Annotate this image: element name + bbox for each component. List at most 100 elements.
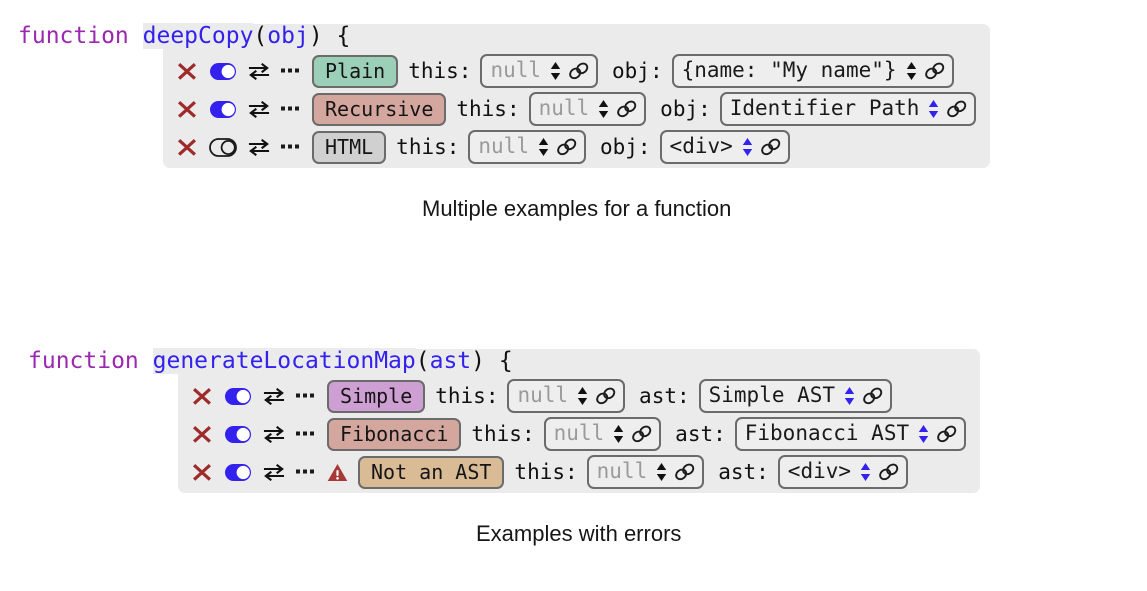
value-stepper-icon[interactable] — [844, 386, 855, 406]
link-chain-icon[interactable] — [631, 425, 652, 443]
example-name-tag[interactable]: HTML — [312, 130, 387, 164]
value-stepper-icon[interactable] — [928, 99, 939, 119]
swap-arrows-icon[interactable] — [248, 100, 270, 118]
function-param: obj — [267, 23, 309, 49]
link-chain-icon[interactable] — [878, 463, 899, 481]
link-chain-icon[interactable] — [595, 387, 616, 405]
param-value-field[interactable]: null — [543, 417, 662, 451]
ellipsis-menu-icon[interactable] — [281, 143, 300, 151]
value-stepper-icon[interactable] — [550, 61, 561, 81]
swap-arrows-icon[interactable] — [248, 138, 270, 156]
function-name[interactable]: generateLocationMap — [152, 348, 416, 374]
ellipsis-menu-icon[interactable] — [281, 67, 300, 75]
delete-example-x-icon[interactable] — [177, 61, 197, 81]
delete-example-x-icon[interactable] — [192, 386, 212, 406]
param-value-field[interactable]: Fibonacci AST — [734, 417, 967, 451]
enable-example-toggle-icon[interactable] — [209, 100, 237, 119]
value-stepper-icon[interactable] — [656, 462, 667, 482]
open-brace: { — [485, 348, 513, 374]
example-rows: Plain this: null obj: {name: "My name"} Recur… — [0, 52, 990, 166]
enable-example-toggle-icon[interactable] — [209, 62, 237, 81]
param-value-text: Simple AST — [708, 383, 836, 407]
param-label: obj: — [660, 96, 711, 121]
enable-example-toggle-icon[interactable] — [224, 463, 252, 482]
value-stepper-icon[interactable] — [742, 137, 753, 157]
code-panel: function generateLocationMap(ast) {Simpl… — [10, 345, 981, 493]
ellipsis-menu-icon[interactable] — [296, 430, 315, 438]
function-keyword: function — [18, 23, 129, 49]
warning-triangle-icon[interactable] — [327, 463, 348, 482]
param-label: ast: — [675, 421, 726, 446]
param-value-text: null — [517, 383, 569, 407]
link-chain-icon[interactable] — [760, 138, 781, 156]
close-paren: ) — [471, 348, 486, 374]
open-paren: ( — [253, 23, 268, 49]
link-chain-icon[interactable] — [568, 62, 589, 80]
open-paren: ( — [415, 348, 430, 374]
link-chain-icon[interactable] — [616, 100, 637, 118]
param-label: this: — [408, 58, 472, 83]
enable-example-toggle-icon[interactable] — [224, 425, 252, 444]
value-stepper-icon[interactable] — [613, 424, 624, 444]
example-name-tag[interactable]: Recursive — [312, 92, 447, 126]
delete-example-x-icon[interactable] — [177, 99, 197, 119]
function-keyword: function — [28, 348, 139, 374]
ellipsis-menu-icon[interactable] — [281, 105, 300, 113]
ellipsis-menu-icon[interactable] — [296, 468, 315, 476]
param-value-field[interactable]: <div> — [777, 455, 909, 489]
delete-example-x-icon[interactable] — [192, 462, 212, 482]
function-signature: function deepCopy(obj) { — [0, 20, 990, 52]
delete-example-x-icon[interactable] — [192, 424, 212, 444]
example-row[interactable]: Not an AST this: null ast: <div> — [170, 453, 980, 491]
example-row[interactable]: Fibonacci this: null ast: Fibonacci AST — [170, 415, 980, 453]
function-signature: function generateLocationMap(ast) { — [10, 345, 980, 377]
link-chain-icon[interactable] — [946, 100, 967, 118]
param-label: this: — [471, 421, 535, 446]
swap-arrows-icon[interactable] — [263, 387, 285, 405]
link-chain-icon[interactable] — [674, 463, 695, 481]
delete-example-x-icon[interactable] — [177, 137, 197, 157]
param-label: ast: — [718, 459, 769, 484]
param-value-text: <div> — [669, 134, 733, 158]
function-example-block: function generateLocationMap(ast) {Simpl… — [10, 345, 981, 493]
example-name-tag[interactable]: Fibonacci — [327, 417, 462, 451]
link-chain-icon[interactable] — [862, 387, 883, 405]
param-value-field[interactable]: {name: "My name"} — [671, 54, 954, 88]
param-value-field[interactable]: null — [528, 92, 647, 126]
function-name[interactable]: deepCopy — [142, 23, 254, 49]
ellipsis-menu-icon[interactable] — [296, 392, 315, 400]
swap-arrows-icon[interactable] — [248, 62, 270, 80]
value-stepper-icon[interactable] — [538, 137, 549, 157]
param-value-field[interactable]: null — [507, 379, 626, 413]
param-value-field[interactable]: Identifier Path — [719, 92, 977, 126]
example-name-tag[interactable]: Not an AST — [358, 455, 505, 489]
enable-example-toggle-icon[interactable] — [224, 387, 252, 406]
example-name-tag[interactable]: Plain — [312, 54, 399, 88]
swap-arrows-icon[interactable] — [263, 463, 285, 481]
swap-arrows-icon[interactable] — [263, 425, 285, 443]
param-value-field[interactable]: <div> — [659, 130, 790, 164]
param-value-field[interactable]: Simple AST — [698, 379, 893, 413]
example-name-tag[interactable]: Simple — [327, 379, 426, 413]
link-chain-icon[interactable] — [924, 62, 945, 80]
link-chain-icon[interactable] — [936, 425, 957, 443]
value-stepper-icon[interactable] — [906, 61, 917, 81]
param-value-field[interactable]: null — [586, 455, 705, 489]
link-chain-icon[interactable] — [556, 138, 577, 156]
param-value-field[interactable]: null — [480, 54, 599, 88]
param-label: this: — [514, 459, 578, 484]
enable-example-toggle-icon[interactable] — [209, 137, 237, 157]
value-stepper-icon[interactable] — [918, 424, 929, 444]
param-value-text: <div> — [787, 459, 852, 483]
value-stepper-icon[interactable] — [577, 386, 588, 406]
param-value-text: null — [490, 58, 542, 82]
open-brace: { — [322, 23, 351, 49]
value-stepper-icon[interactable] — [598, 99, 609, 119]
value-stepper-icon[interactable] — [860, 462, 871, 482]
param-value-field[interactable]: null — [468, 130, 586, 164]
